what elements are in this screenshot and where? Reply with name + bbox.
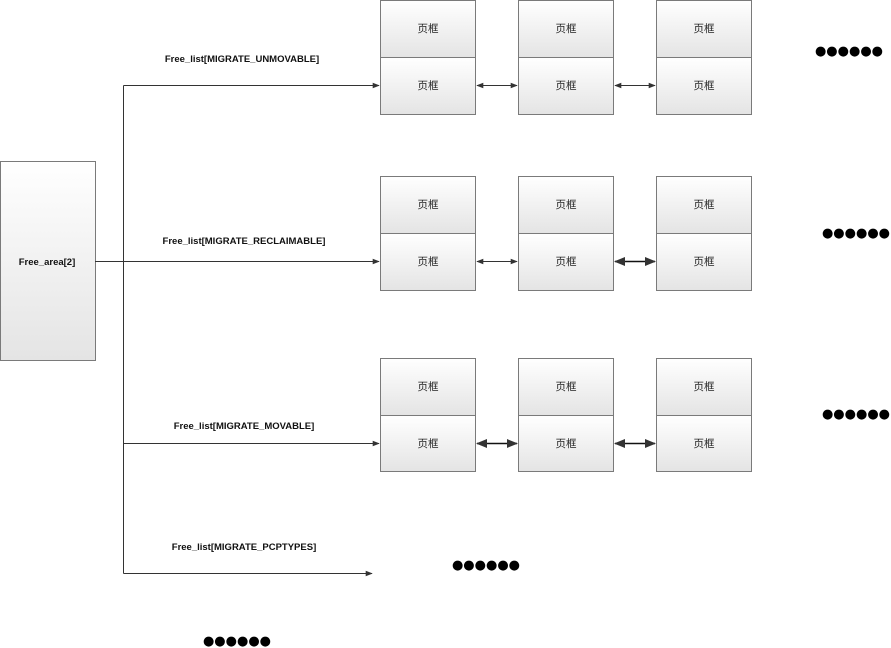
page-frame: 页框 页框	[380, 0, 476, 115]
frame-cell-label: 页框	[694, 22, 715, 35]
frame-cell-label: 页框	[556, 22, 577, 35]
ellipsis-dots: ●●●●●●	[452, 558, 520, 573]
ellipsis-dots: ●●●●●●	[815, 44, 883, 59]
connector-lines	[95, 82, 380, 577]
ellipsis-dots: ●●●●●●	[822, 407, 890, 422]
list-label-movable: Free_list[MIGRATE_MOVABLE]	[174, 421, 315, 432]
frame-cell-label: 页框	[556, 437, 577, 450]
frame-cell-label: 页框	[694, 380, 715, 393]
frame-cell-label: 页框	[694, 79, 715, 92]
frame-cell-label: 页框	[418, 380, 439, 393]
page-frame: 页框 页框	[518, 358, 614, 472]
list-label-unmovable: Free_list[MIGRATE_UNMOVABLE]	[165, 54, 319, 65]
frame-cell-label: 页框	[418, 22, 439, 35]
ellipsis-dots: ●●●●●●	[822, 226, 890, 241]
frame-cell-label: 页框	[418, 198, 439, 211]
free-area-node: Free_area[2]	[0, 161, 96, 361]
page-frame: 页框 页框	[518, 176, 614, 291]
page-frame: 页框 页框	[518, 0, 614, 115]
frame-cell-label: 页框	[556, 198, 577, 211]
frame-row-reclaimable: 页框 页框 页框 页框 页框 页框 ●●●●●●	[380, 176, 890, 291]
page-frame: 页框 页框	[380, 358, 476, 472]
list-label-pcptypes: Free_list[MIGRATE_PCPTYPES]	[172, 542, 316, 553]
frame-cell-label: 页框	[694, 198, 715, 211]
frame-cell-label: 页框	[418, 79, 439, 92]
frame-cell-label: 页框	[418, 437, 439, 450]
page-frame: 页框 页框	[380, 176, 476, 291]
frame-cell-label: 页框	[694, 437, 715, 450]
frame-cell-label: 页框	[556, 380, 577, 393]
page-frame: 页框 页框	[656, 358, 752, 472]
page-frame: 页框 页框	[656, 176, 752, 291]
page-frame: 页框 页框	[656, 0, 752, 115]
list-label-reclaimable: Free_list[MIGRATE_RECLAIMABLE]	[163, 236, 326, 247]
frame-cell-label: 页框	[556, 79, 577, 92]
frame-row-unmovable: 页框 页框 页框 页框 页框 页框 ●●●●●●	[380, 0, 883, 115]
frame-row-movable: 页框 页框 页框 页框 页框 页框 ●●●●●●	[380, 358, 890, 472]
frame-cell-label: 页框	[418, 255, 439, 268]
free-area-label: Free_area[2]	[19, 257, 76, 268]
frame-cell-label: 页框	[556, 255, 577, 268]
frame-cell-label: 页框	[694, 255, 715, 268]
ellipsis-dots: ●●●●●●	[203, 634, 271, 648]
